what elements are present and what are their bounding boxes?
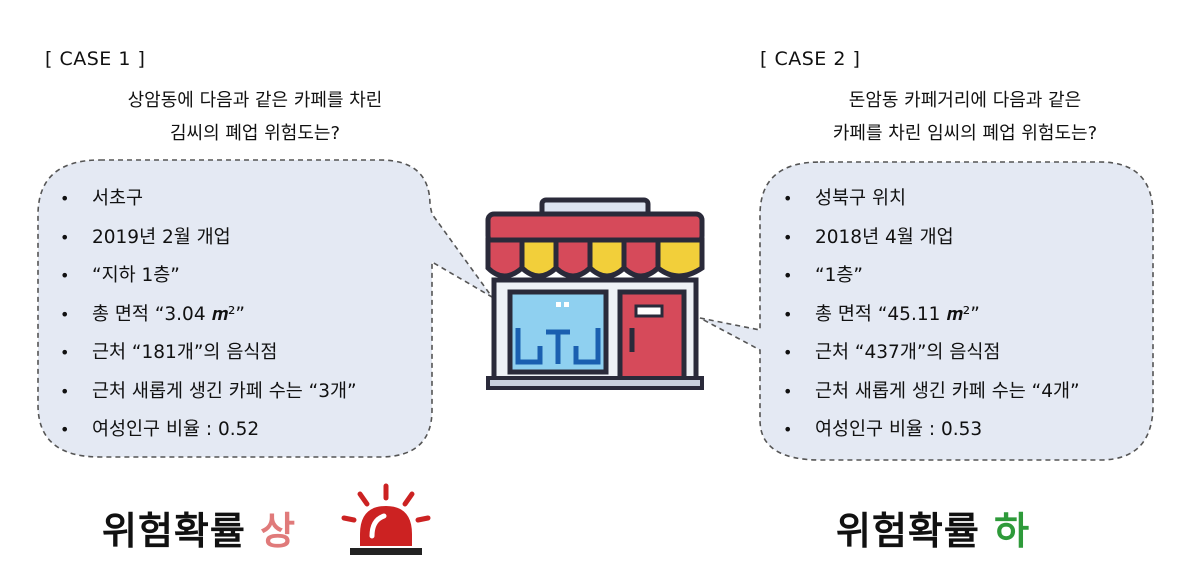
list-item: •근처 새롭게 생긴 카페 수는 “4개” (783, 373, 1080, 412)
case2-label: [ CASE 2 ] (760, 48, 861, 70)
case1-question: 상암동에 다음과 같은 카페를 차린 김씨의 폐업 위험도는? (90, 84, 420, 150)
list-item: •여성인구 비율 : 0.53 (783, 411, 1080, 450)
case2-speech-bubble (699, 161, 1154, 461)
bullet-icon: • (60, 381, 70, 401)
list-item: •여성인구 비율 : 0.52 (60, 411, 357, 450)
list-item: •근처 새롭게 생긴 카페 수는 “3개” (60, 373, 357, 412)
cafe-storefront-icon (485, 197, 705, 390)
bullet-icon: • (783, 266, 793, 285)
case1-label: [ CASE 1 ] (45, 48, 146, 70)
case1-item-list: •서초구 •2019년 2월 개업 •“지하 1층” •총 면적 “3.04 𝒎… (60, 180, 357, 450)
case2-question-line2: 카페를 차린 임씨의 폐업 위험도는? (832, 123, 1098, 144)
case2-question: 돈암동 카페거리에 다음과 같은 카페를 차린 임씨의 폐업 위험도는? (805, 84, 1125, 150)
case1-risk-level: 상 (260, 509, 297, 553)
list-item: •“지하 1층” (60, 257, 357, 296)
siren-alarm-icon (341, 483, 431, 555)
bullet-icon: • (783, 304, 793, 324)
bullet-icon: • (60, 304, 70, 324)
list-item: •2018년 4월 개업 (783, 219, 1080, 258)
case2-item-list: •성북구 위치 •2018년 4월 개업 •“1층” •총 면적 “45.11 … (783, 180, 1080, 450)
case1-question-line1: 상암동에 다음과 같은 카페를 차린 (127, 90, 383, 111)
list-item: •성북구 위치 (783, 180, 1080, 219)
bullet-icon: • (60, 189, 70, 208)
bullet-icon: • (783, 420, 793, 439)
case2-question-line1: 돈암동 카페거리에 다음과 같은 (848, 90, 1082, 111)
case1-risk-label: 위험확률 (102, 509, 246, 553)
case1-question-line2: 김씨의 폐업 위험도는? (169, 123, 341, 144)
list-item: •총 면적 “45.11 𝒎²” (783, 296, 1080, 335)
list-item: •“1층” (783, 257, 1080, 296)
case1-risk: 위험확률 상 (102, 500, 296, 555)
list-item: •근처 “181개”의 음식점 (60, 334, 357, 373)
case2-risk: 위험확률 하 (836, 500, 1030, 555)
bullet-icon: • (783, 381, 793, 401)
bullet-icon: • (783, 343, 793, 362)
case2-risk-level: 하 (994, 509, 1031, 553)
bullet-icon: • (60, 420, 70, 439)
bullet-icon: • (783, 227, 793, 247)
bullet-icon: • (60, 343, 70, 362)
bullet-icon: • (60, 266, 70, 285)
bullet-icon: • (60, 227, 70, 247)
list-item: •총 면적 “3.04 𝒎²” (60, 296, 357, 335)
list-item: •2019년 2월 개업 (60, 219, 357, 258)
case1-speech-bubble (37, 159, 493, 458)
list-item: •근처 “437개”의 음식점 (783, 334, 1080, 373)
bullet-icon: • (783, 189, 793, 208)
case2-risk-label: 위험확률 (836, 509, 980, 553)
list-item: •서초구 (60, 180, 357, 219)
